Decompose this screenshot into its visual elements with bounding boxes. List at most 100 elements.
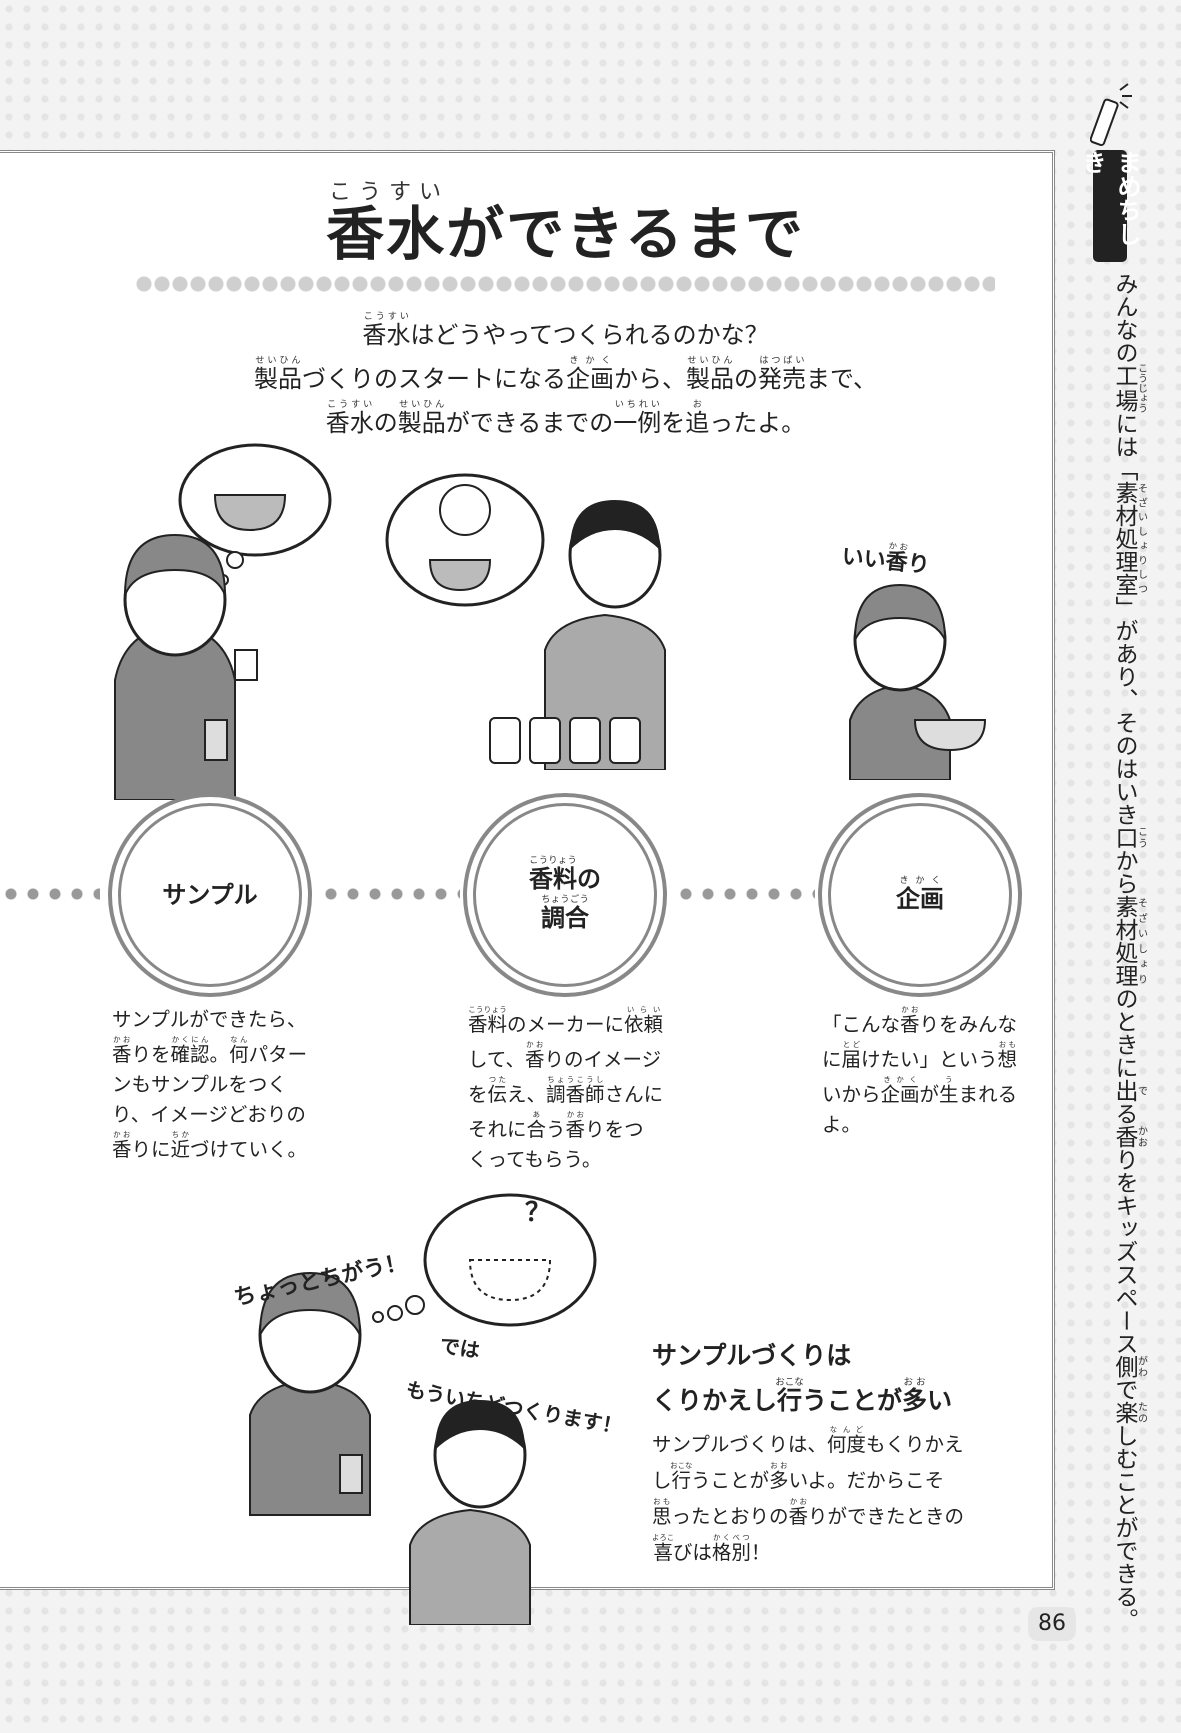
ruby-word: 素材処理室そざいしょりしつ	[1111, 481, 1147, 596]
perfume-spray-icon	[1090, 83, 1132, 147]
ruby-word: 香かお	[900, 1005, 920, 1036]
furigana: いらい	[624, 1005, 664, 1014]
ruby-word: 製品せいひん	[685, 356, 734, 393]
step-circle-sample: サンプル	[108, 793, 312, 997]
furigana: おこな	[775, 1377, 804, 1388]
furigana: がわ	[1135, 1355, 1147, 1378]
ruby-word: 行おこな	[670, 1461, 693, 1492]
intro-line: 香水こうすいはどうやってつくられるのかな？	[362, 312, 769, 349]
step-circle-blending: 香料こうりょうの調合ちょうごう	[463, 793, 667, 997]
furigana: あ	[526, 1110, 547, 1119]
ruby-word: 確認かくにん	[170, 1035, 210, 1066]
ruby-word: 香料こうりょう	[468, 1005, 508, 1036]
ruby-word: 何度なんど	[826, 1425, 866, 1456]
intro-text: 香水こうすいはどうやってつくられるのかな？ 製品せいひんづくりのスタートになる企…	[0, 312, 1131, 444]
page-number: 86	[1028, 1607, 1076, 1641]
text-line: よ。	[822, 1113, 862, 1136]
dotted-connector	[320, 886, 460, 902]
ruby-word: 出で	[1111, 1079, 1147, 1102]
ruby-word: 調香師ちょうこうし	[546, 1075, 605, 1106]
step-description-sample: サンプルができたら、 香かおりを確認かくにん。何なんパター ンもサンプルをつく …	[112, 1005, 332, 1165]
step-description-planning: 「こんな香かおりをみんな に届とどけたい」という想おも いから企画きかくが生うま…	[822, 1005, 1042, 1140]
furigana: かお	[524, 1040, 545, 1049]
furigana: お	[685, 400, 710, 410]
text-line: に届とどけたい」という想おも	[822, 1040, 1018, 1071]
text-line: して、香かおりのイメージ	[468, 1040, 662, 1071]
furigana: きかく	[880, 1075, 920, 1084]
furigana: で	[1135, 1079, 1147, 1102]
furigana: おお	[769, 1461, 789, 1470]
ruby-word: 格別かくべつ	[711, 1533, 751, 1564]
ruby-word: 香かお	[788, 1497, 809, 1528]
ruby-word: 企画きかく	[896, 875, 944, 913]
retry-scene-illustration	[249, 1193, 597, 1625]
furigana: かくべつ	[711, 1533, 751, 1542]
bottom-heading: サンプルづくりは くりかえし行おこなうことが多おおい	[652, 1335, 952, 1422]
furigana: せいひん	[685, 356, 734, 366]
furigana: う	[939, 1075, 959, 1084]
furigana: きかく	[896, 875, 944, 886]
ruby-word: 行おこな	[775, 1377, 804, 1415]
furigana: こうじょう	[1135, 363, 1147, 413]
intro-line: 香水こうすいの製品せいひんができるまでの一例いちれいを追おったよ。	[325, 400, 806, 437]
ruby-word: 口こう	[1111, 826, 1147, 849]
furigana: とど	[841, 1040, 862, 1049]
step-label: 香料こうりょうの	[529, 856, 601, 893]
text-line: 思おもったとおりの香かおりができたときの	[652, 1497, 965, 1528]
ruby-word: 多おお	[902, 1377, 928, 1415]
ruby-word: 近ちか	[170, 1130, 191, 1161]
furigana: こうすい	[326, 180, 447, 205]
step-circle-planning: 企画きかく	[818, 793, 1022, 997]
furigana: かお	[900, 1005, 920, 1014]
furigana: よろこ	[652, 1533, 675, 1542]
furigana: なんど	[826, 1425, 866, 1434]
furigana: こうりょう	[529, 856, 577, 866]
furigana: こうりょう	[468, 1005, 507, 1014]
ruby-word: 楽たの	[1111, 1401, 1147, 1424]
ruby-word: 喜よろこ	[652, 1533, 675, 1564]
dotted-connector	[675, 886, 815, 902]
bottom-body: サンプルづくりは、何度なんどもくりかえ し行おこなうことが多おおいよ。だからこそ…	[652, 1425, 964, 1569]
ruby-word: 香かお	[1111, 1125, 1147, 1148]
furigana: こう	[1135, 826, 1147, 849]
furigana: かお	[886, 540, 910, 553]
furigana: おも	[652, 1497, 672, 1506]
ruby-word: 製品せいひん	[253, 356, 302, 393]
furigana: ちょうごう	[541, 895, 589, 905]
furigana: こうすい	[325, 400, 374, 410]
furigana: いちれい	[613, 400, 662, 410]
girl-smelling-illustration	[849, 583, 987, 780]
ruby-word: 香料こうりょう	[529, 856, 577, 893]
girl-tasting-illustration	[114, 443, 332, 800]
ruby-word: 調合ちょうごう	[541, 895, 589, 932]
ruby-word: 側がわ	[1111, 1355, 1147, 1378]
ruby-word: 何なん	[229, 1035, 249, 1066]
text-line: 「こんな香かおりをみんな	[822, 1005, 1018, 1036]
text-line: サンプルができたら、	[112, 1008, 307, 1031]
ruby-word: 伝つた	[487, 1075, 508, 1106]
furigana: かお	[788, 1497, 809, 1506]
ruby-word: 香かお	[565, 1110, 586, 1141]
furigana: ちょうこうし	[546, 1075, 605, 1084]
ruby-word: 香かお	[524, 1040, 545, 1071]
ruby-word: 素材処理そざいしょり	[1111, 895, 1147, 987]
ruby-word: 企画きかく	[565, 356, 614, 393]
ruby-word: 思おも	[652, 1497, 672, 1528]
ruby-word: 多おお	[769, 1461, 789, 1492]
ruby-word: 依頼いらい	[624, 1005, 664, 1036]
text-line: 香かおりを確認かくにん。何なんパター	[112, 1035, 308, 1066]
text-line: くってもらう。	[468, 1148, 602, 1171]
furigana: かお	[1135, 1125, 1147, 1148]
heading-line: くりかえし行おこなうことが多おおい	[652, 1377, 953, 1415]
ruby-word: 追お	[685, 400, 710, 437]
furigana: かお	[112, 1130, 132, 1139]
page-title: 香水こうすいができるまで	[326, 180, 805, 268]
ruby-word: 製品せいひん	[397, 400, 446, 437]
ruby-word: 工場こうじょう	[1111, 363, 1147, 413]
text-line: し行おこなうことが多おおいよ。だからこそ	[652, 1461, 945, 1492]
furigana: かお	[112, 1035, 132, 1044]
furigana: かお	[565, 1110, 586, 1119]
intro-line: 製品せいひんづくりのスタートになる企画きかくから、製品せいひんの発売はつばいまで…	[253, 356, 878, 393]
furigana: そざいしょりしつ	[1135, 481, 1147, 596]
furigana: せいひん	[253, 356, 302, 366]
